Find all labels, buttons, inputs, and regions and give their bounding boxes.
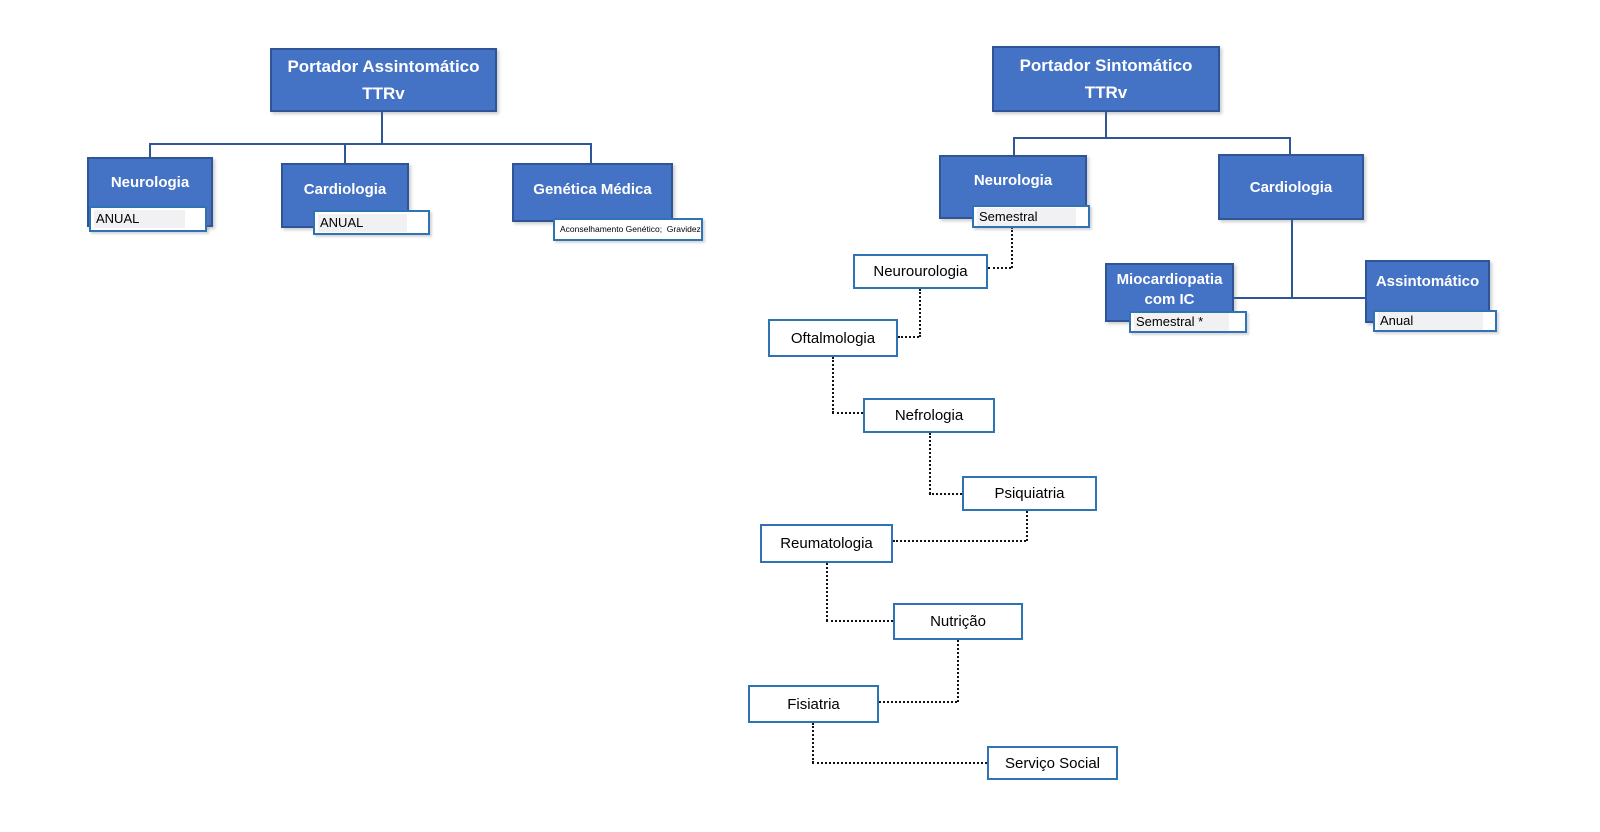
- node-nutricao: Nutrição: [893, 603, 1023, 640]
- node-servico-social: Serviço Social: [987, 746, 1118, 780]
- dotted-connector-semestral-to-neurourologia-h: [988, 267, 1011, 269]
- node-label: Neurourologia: [873, 263, 968, 280]
- periodicity-value: ANUAL: [94, 210, 185, 228]
- dotted-connector-nefrologia-to-psiquiatria-v: [929, 433, 931, 494]
- node-psiquiatria: Psiquiatria: [962, 476, 1097, 511]
- dotted-connector-nefrologia-to-psiquiatria-h: [929, 493, 962, 495]
- node-title-line1: Portador Assintomático: [287, 56, 480, 76]
- node-cardiologia-right: Cardiologia: [1218, 154, 1364, 220]
- dotted-connector-psiquiatria-to-reumatologia-v: [1026, 511, 1028, 541]
- node-label: Cardiologia: [303, 181, 387, 198]
- node-label: Fisiatria: [787, 695, 840, 713]
- dotted-connector-nutricao-to-fisiatria-h: [879, 701, 957, 703]
- periodicity-field-genetica: Aconselhamento Genético; Gravidez: [553, 218, 703, 241]
- node-label: Serviço Social: [1004, 754, 1101, 772]
- dotted-connector-neurourologia-to-oftalmologia-v: [919, 289, 921, 337]
- node-label: Nefrologia: [894, 407, 964, 424]
- connector-left-drop-genetica: [590, 143, 592, 164]
- dotted-connector-neurourologia-to-oftalmologia-h: [898, 336, 919, 338]
- dotted-connector-fisiatria-to-servico-social-v: [812, 723, 814, 763]
- connector-right-root-stem: [1105, 112, 1107, 138]
- connector-left-drop-cardiologia: [344, 143, 346, 164]
- node-label: Assintomático: [1375, 273, 1480, 290]
- connector-left-root-stem: [381, 112, 383, 144]
- node-label: Reumatologia: [780, 535, 873, 552]
- connector-cardiologia-rail: [1234, 297, 1366, 299]
- node-label: Cardiologia: [1249, 178, 1333, 196]
- connector-right-drop-cardiologia: [1289, 137, 1291, 155]
- dotted-connector-reumatologia-to-nutricao-v: [826, 563, 828, 621]
- periodicity-value: Aconselhamento Genético; Gravidez: [558, 223, 701, 236]
- node-label: Nutrição: [930, 613, 986, 630]
- node-label: Neurologia: [110, 174, 190, 191]
- periodicity-field-miocardiopatia: Semestral *: [1129, 311, 1247, 333]
- periodicity-value: Semestral *: [1134, 313, 1229, 331]
- node-genetica-medica: Genética Médica: [512, 163, 673, 222]
- connector-right-rail: [1013, 137, 1291, 139]
- periodicity-field-neurologia-right: Semestral: [972, 205, 1090, 228]
- node-label: Psiquiatria: [994, 485, 1065, 502]
- dotted-connector-oftalmologia-to-nefrologia-v: [832, 357, 834, 413]
- connector-right-drop-neurologia: [1013, 137, 1015, 156]
- periodicity-value: Anual: [1378, 312, 1483, 330]
- dotted-connector-nutricao-to-fisiatria-v: [957, 640, 959, 702]
- node-reumatologia: Reumatologia: [760, 524, 893, 563]
- node-label: Genética Médica: [533, 181, 652, 198]
- periodicity-field-neurologia-left: ANUAL: [89, 206, 207, 232]
- node-fisiatria: Fisiatria: [748, 685, 879, 723]
- dotted-connector-fisiatria-to-servico-social-h: [812, 762, 987, 764]
- node-label: Oftalmologia: [790, 329, 876, 347]
- periodicity-field-assintomatico: Anual: [1373, 310, 1497, 332]
- node-neurourologia: Neurourologia: [853, 254, 988, 289]
- node-title-line2: TTRv: [362, 83, 405, 103]
- dotted-connector-psiquiatria-to-reumatologia-h: [893, 540, 1026, 542]
- node-label: Miocardiopatia com IC: [1116, 271, 1223, 308]
- connector-cardiologia-stem: [1291, 220, 1293, 298]
- node-title-line2: TTRv: [1084, 82, 1128, 102]
- node-label: Neurologia: [973, 172, 1053, 189]
- dotted-connector-semestral-to-neurourologia-v: [1011, 227, 1013, 268]
- periodicity-value: Semestral: [977, 207, 1076, 226]
- node-oftalmologia: Oftalmologia: [768, 319, 898, 357]
- periodicity-value: ANUAL: [318, 213, 407, 232]
- node-portador-sintomatico: Portador Sintomático TTRv: [992, 46, 1220, 112]
- node-nefrologia: Nefrologia: [863, 398, 995, 433]
- periodicity-field-cardiologia-left: ANUAL: [313, 210, 430, 235]
- node-portador-assintomatico: Portador Assintomático TTRv: [270, 48, 497, 112]
- dotted-connector-oftalmologia-to-nefrologia-h: [832, 412, 863, 414]
- node-title-line1: Portador Sintomático: [1019, 55, 1193, 75]
- connector-left-rail: [149, 143, 591, 145]
- dotted-connector-reumatologia-to-nutricao-h: [826, 620, 893, 622]
- connector-left-drop-neurologia: [149, 143, 151, 158]
